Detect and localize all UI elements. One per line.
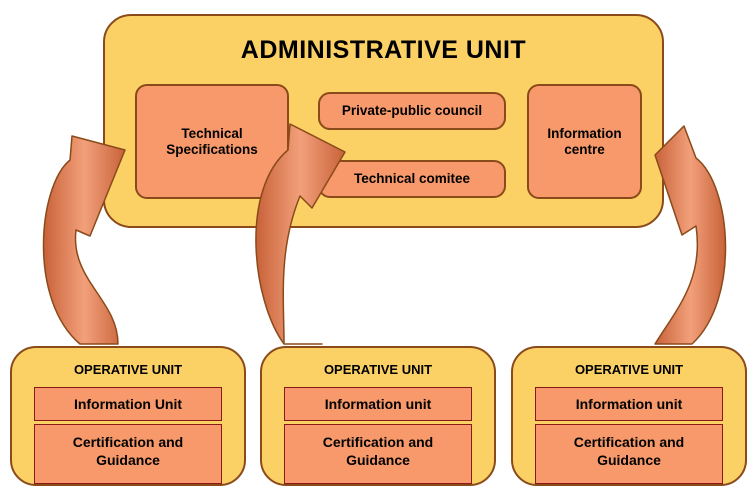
technical-specifications-box: Technical Specifications bbox=[135, 84, 289, 199]
operative-unit-3-information-label: Information unit bbox=[575, 396, 683, 412]
arrow-middle-icon bbox=[255, 123, 346, 345]
operative-unit-3-certification-box: Certification and Guidance bbox=[535, 424, 723, 484]
technical-specifications-label: Technical Specifications bbox=[166, 125, 258, 157]
operative-unit-1-information-label: Information Unit bbox=[73, 396, 183, 412]
information-centre-label: Information centre bbox=[547, 125, 622, 157]
operative-unit-2-title: OPERATIVE UNIT bbox=[323, 362, 433, 377]
operative-unit-3-information-box: Information unit bbox=[535, 387, 723, 421]
operative-unit-2-information-label: Information unit bbox=[324, 396, 432, 412]
arrow-left-icon bbox=[42, 135, 126, 345]
operative-unit-1-certification-label: Certification and Guidance bbox=[72, 434, 184, 468]
technical-comitee-box: Technical comitee bbox=[318, 160, 506, 198]
technical-comitee-label: Technical comitee bbox=[353, 171, 471, 186]
operative-unit-2-certification-label: Certification and Guidance bbox=[322, 434, 434, 468]
private-public-council-label: Private-public council bbox=[341, 103, 483, 118]
arrow-right-icon bbox=[654, 125, 727, 345]
operative-unit-1-information-box: Information Unit bbox=[34, 387, 222, 421]
operative-unit-3-certification-label: Certification and Guidance bbox=[573, 434, 685, 468]
operative-unit-2-information-box: Information unit bbox=[284, 387, 472, 421]
operative-unit-3-title: OPERATIVE UNIT bbox=[574, 362, 684, 377]
operative-unit-1-title: OPERATIVE UNIT bbox=[73, 362, 183, 377]
information-centre-box: Information centre bbox=[527, 84, 642, 199]
administrative-unit-title: ADMINISTRATIVE UNIT bbox=[240, 36, 527, 64]
private-public-council-box: Private-public council bbox=[318, 92, 506, 130]
